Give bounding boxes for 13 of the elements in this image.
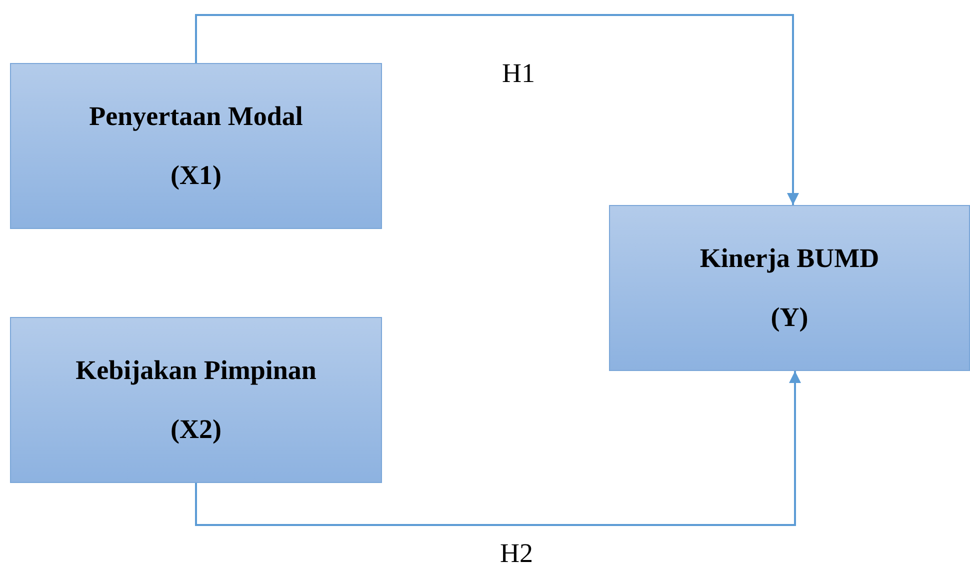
- variable-box: [10, 63, 382, 229]
- edge-label: H1: [502, 58, 535, 89]
- connector-arrow: [195, 14, 799, 205]
- variable-box: [609, 205, 970, 371]
- variable-code: (Y): [770, 302, 808, 333]
- variable-code: (X1): [170, 160, 222, 191]
- variable-name: Penyertaan Modal: [89, 101, 303, 132]
- edge-label: H2: [500, 538, 533, 566]
- variable-name: Kinerja BUMD: [700, 243, 880, 274]
- variable-code: (X2): [170, 414, 222, 445]
- variable-box: [10, 317, 382, 483]
- variable-name: Kebijakan Pimpinan: [76, 355, 316, 386]
- connector-arrow: [195, 371, 801, 526]
